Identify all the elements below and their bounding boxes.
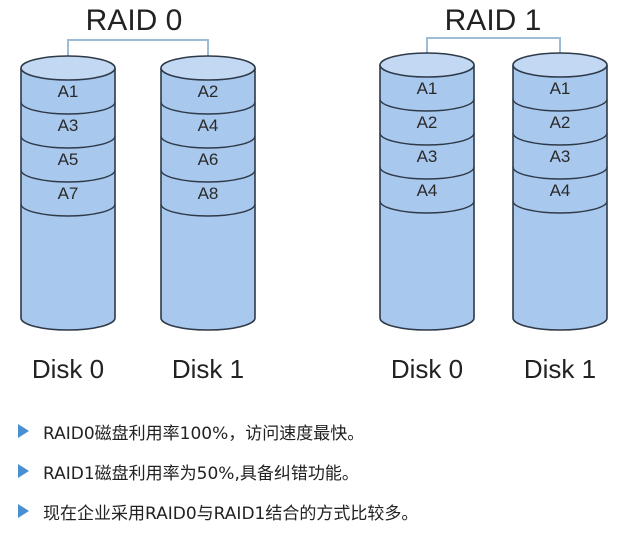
block-divider xyxy=(20,169,116,183)
block-divider xyxy=(160,101,256,115)
block-divider xyxy=(160,135,256,149)
block-label: A3 xyxy=(550,147,571,166)
notes-list: RAID0磁盘利用率100%，访问速度最快。 RAID1磁盘利用率为50%,具备… xyxy=(18,418,608,538)
block-divider xyxy=(379,200,475,214)
disk-label: Disk 1 xyxy=(524,354,596,384)
block-label: A6 xyxy=(198,150,219,169)
block-divider xyxy=(379,132,475,146)
block-label: A7 xyxy=(58,184,79,203)
raid-title: RAID 0 xyxy=(86,4,183,37)
block-label: A5 xyxy=(58,150,79,169)
arrow-bullet-icon xyxy=(18,504,29,518)
block-label: A1 xyxy=(550,79,571,98)
block-divider xyxy=(20,203,116,217)
disk-body xyxy=(20,68,116,331)
disk-top xyxy=(20,55,116,81)
note-item: RAID1磁盘利用率为50%,具备纠错功能。 xyxy=(18,458,608,484)
block-divider xyxy=(379,166,475,180)
block-label: A1 xyxy=(417,79,438,98)
disk-label: Disk 1 xyxy=(172,354,244,384)
disk-label: Disk 0 xyxy=(32,354,104,384)
note-text: RAID0磁盘利用率100%，访问速度最快。 xyxy=(43,423,365,444)
block-label: A4 xyxy=(550,181,571,200)
block-label: A3 xyxy=(417,147,438,166)
block-divider xyxy=(160,203,256,217)
note-item: 现在企业采用RAID0与RAID1结合的方式比较多。 xyxy=(18,498,608,524)
block-label: A4 xyxy=(417,181,438,200)
note-text: RAID1磁盘利用率为50%,具备纠错功能。 xyxy=(43,463,359,484)
block-divider xyxy=(379,98,475,112)
disk-body xyxy=(512,65,608,331)
arrow-bullet-icon xyxy=(18,424,29,438)
block-label: A3 xyxy=(58,116,79,135)
disk-body xyxy=(379,65,475,331)
block-divider xyxy=(512,98,608,112)
connector-line xyxy=(426,37,561,65)
block-divider xyxy=(512,166,608,180)
disk-label: Disk 0 xyxy=(391,354,463,384)
block-label: A8 xyxy=(198,184,219,203)
note-text: 现在企业采用RAID0与RAID1结合的方式比较多。 xyxy=(43,503,419,524)
connector-line xyxy=(67,39,209,68)
block-divider xyxy=(20,135,116,149)
block-label: A2 xyxy=(550,113,571,132)
disk-body xyxy=(160,68,256,331)
raid-title: RAID 1 xyxy=(445,4,542,37)
block-divider xyxy=(512,200,608,214)
disk-top xyxy=(160,55,256,81)
block-divider xyxy=(512,132,608,146)
block-label: A2 xyxy=(198,82,219,101)
block-label: A1 xyxy=(58,82,79,101)
disk-top xyxy=(379,52,475,78)
block-divider xyxy=(20,101,116,115)
note-item: RAID0磁盘利用率100%，访问速度最快。 xyxy=(18,418,608,444)
arrow-bullet-icon xyxy=(18,464,29,478)
block-label: A4 xyxy=(198,116,219,135)
block-label: A2 xyxy=(417,113,438,132)
disk-top xyxy=(512,52,608,78)
block-divider xyxy=(160,169,256,183)
